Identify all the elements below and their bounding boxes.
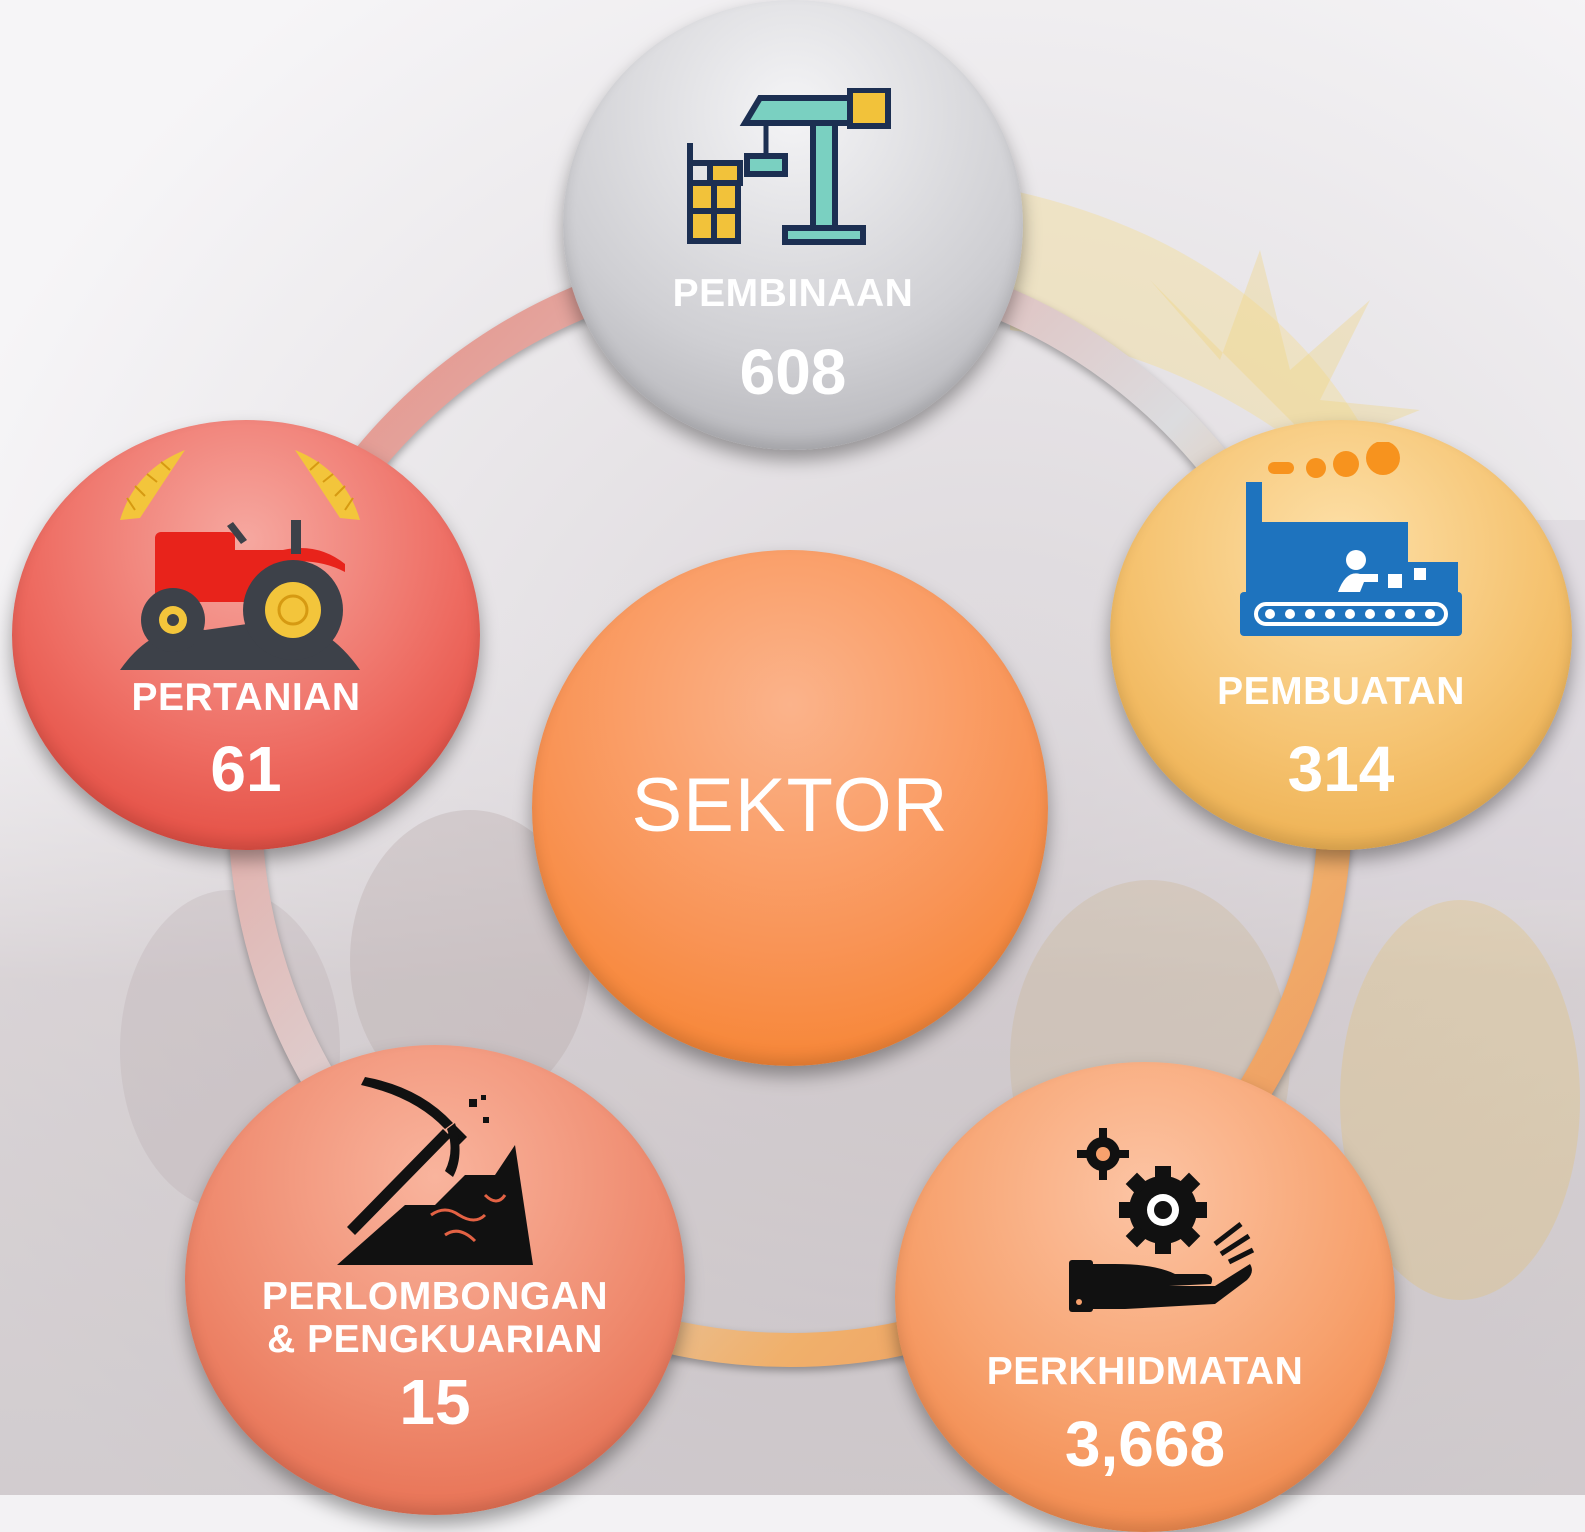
- sector-pembinaan: PEMBINAAN 608: [563, 0, 1023, 450]
- center-sektor-circle: SEKTOR: [532, 550, 1048, 1066]
- sector-perlombongan-pengkuarian: PERLOMBONGAN & PENGKUARIAN 15: [185, 1045, 685, 1515]
- sector-pembinaan-label: PEMBINAAN: [672, 272, 914, 315]
- sector-perkhidmatan-value: 3,668: [1064, 1408, 1226, 1480]
- construction-crane-icon: [687, 88, 891, 245]
- sector-pembinaan-value: 608: [739, 336, 847, 408]
- sector-perlombongan-label-line2: & PENGKUARIAN: [267, 1318, 603, 1361]
- sector-pertanian-label: PERTANIAN: [131, 676, 361, 719]
- gears-hand-service-icon: [1069, 1128, 1255, 1312]
- sector-pembuatan: PEMBUATAN 314: [1110, 420, 1572, 850]
- sector-perlombongan-value: 15: [399, 1366, 471, 1438]
- factory-conveyor-icon: [1240, 442, 1462, 636]
- sector-pertanian-value: 61: [210, 733, 282, 805]
- sector-pertanian: PERTANIAN 61: [12, 420, 480, 850]
- pickaxe-mining-icon: [337, 1077, 533, 1265]
- tractor-wheat-icon: [120, 450, 360, 670]
- sector-perkhidmatan-label: PERKHIDMATAN: [986, 1350, 1304, 1393]
- sector-pembuatan-value: 314: [1287, 733, 1395, 805]
- center-sektor-label: SEKTOR: [631, 763, 949, 848]
- sector-perlombongan-label-line1: PERLOMBONGAN: [261, 1275, 609, 1318]
- sector-perkhidmatan: PERKHIDMATAN 3,668: [895, 1062, 1395, 1532]
- sector-pembuatan-label: PEMBUATAN: [1217, 670, 1465, 713]
